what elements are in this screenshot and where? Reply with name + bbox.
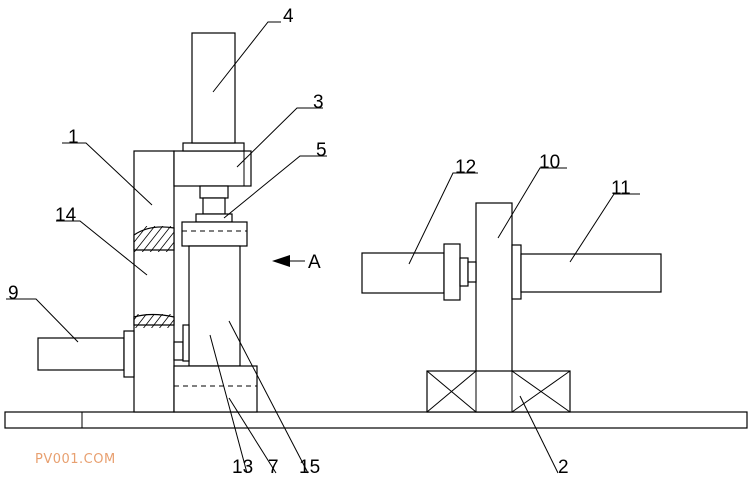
- label-11: 11: [611, 178, 631, 199]
- label-4: 4: [283, 6, 294, 27]
- lower-block-part-7: [173, 365, 258, 413]
- small-block-part-13: [173, 324, 190, 362]
- clamp-head-part-5: [181, 213, 248, 247]
- label-13: 13: [232, 457, 253, 478]
- direction-label: A: [308, 252, 321, 273]
- label-15: 15: [299, 457, 320, 478]
- shaft-part-11: [511, 244, 662, 300]
- label-3: 3: [313, 92, 324, 113]
- label-5: 5: [316, 140, 327, 161]
- part-numbers: 4 3 5 1 14 9 13 7 15 2 12 10 11: [8, 6, 631, 478]
- label-1: 1: [68, 127, 79, 148]
- shaft-part-12: [361, 243, 477, 301]
- leader-lines: [6, 21, 640, 474]
- left-shaft-part-9: [37, 330, 135, 378]
- cylinder-part-4: [191, 32, 236, 144]
- label-12: 12: [455, 157, 476, 178]
- label-10: 10: [539, 152, 560, 173]
- direction-arrow-a: A: [272, 252, 321, 273]
- hatched-section-part-14: [133, 226, 175, 328]
- frame-part-1: [133, 150, 175, 413]
- label-9: 9: [8, 283, 19, 304]
- bearing-block-part-2: [426, 370, 571, 413]
- label-2: 2: [558, 457, 569, 478]
- watermark: PV001.COM: [35, 452, 116, 467]
- upright-column-part-15: [188, 245, 241, 367]
- base-plate: [4, 411, 748, 429]
- label-7: 7: [268, 457, 279, 478]
- piston-rod: [199, 185, 229, 215]
- label-14: 14: [55, 205, 77, 226]
